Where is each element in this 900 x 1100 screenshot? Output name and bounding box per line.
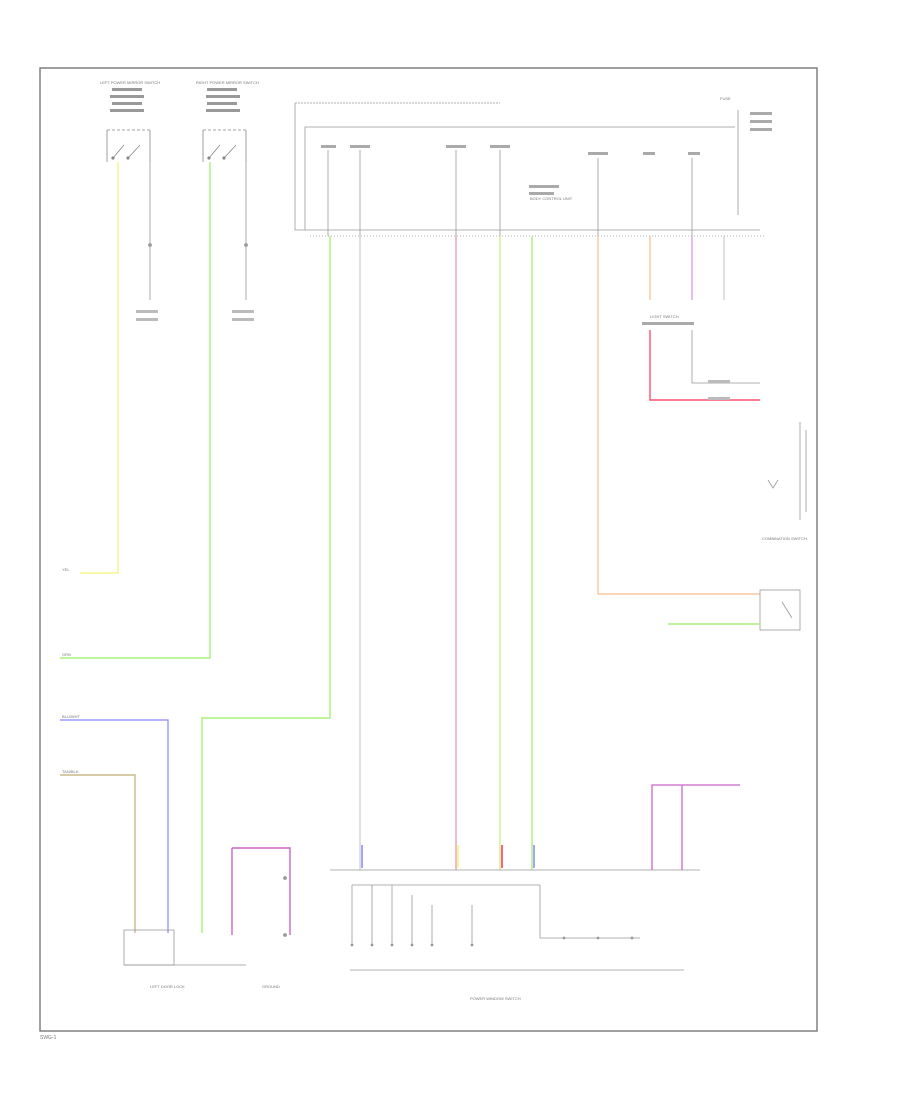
wire-green-bcu bbox=[201, 236, 331, 933]
combination-switch bbox=[759, 422, 807, 631]
footer-code: SWG-1 bbox=[40, 1035, 57, 1041]
label-power-window-switch: POWER WINDOW SWITCH bbox=[470, 996, 521, 1001]
left-mirror-switch bbox=[106, 129, 151, 162]
tag-tan: TAN/BLK bbox=[62, 769, 79, 774]
light-switch bbox=[642, 322, 760, 401]
diagram-frame bbox=[39, 67, 818, 1032]
wire-blue bbox=[60, 719, 169, 933]
tag-blue: BLU/WHT bbox=[62, 714, 81, 719]
tag-green: GRN bbox=[62, 652, 71, 657]
control-unit-stubs bbox=[327, 150, 693, 236]
wire-violet-lower bbox=[651, 784, 740, 870]
mirror-switch-labels bbox=[110, 88, 240, 112]
left-door-lock bbox=[123, 847, 291, 966]
label-light-switch: LIGHT SWITCH bbox=[650, 314, 679, 319]
body-control-unit bbox=[294, 102, 765, 237]
wire-green-left bbox=[60, 162, 211, 659]
label-fuse: FUSE bbox=[720, 96, 731, 101]
mirror-ground-stubs bbox=[136, 162, 254, 321]
power-window-switch bbox=[330, 869, 700, 971]
wire-orange bbox=[597, 236, 760, 595]
label-right-mirror-switch: RIGHT POWER MIRROR SWITCH bbox=[196, 80, 259, 85]
label-combination-switch: COMBINATION SWITCH bbox=[762, 536, 807, 541]
control-unit-pins bbox=[321, 112, 772, 195]
wire-yellow bbox=[80, 162, 119, 574]
wire-tan bbox=[60, 774, 136, 933]
label-control-unit: BODY CONTROL UNIT bbox=[530, 196, 573, 201]
label-left-door-lock: LEFT DOOR LOCK bbox=[150, 984, 185, 989]
label-ground: GROUND bbox=[262, 984, 280, 989]
right-mirror-switch bbox=[202, 129, 247, 162]
label-left-mirror-switch: LEFT POWER MIRROR SWITCH bbox=[100, 80, 160, 85]
tag-yellow: YEL bbox=[62, 567, 70, 572]
window-switch-contacts bbox=[350, 936, 634, 947]
